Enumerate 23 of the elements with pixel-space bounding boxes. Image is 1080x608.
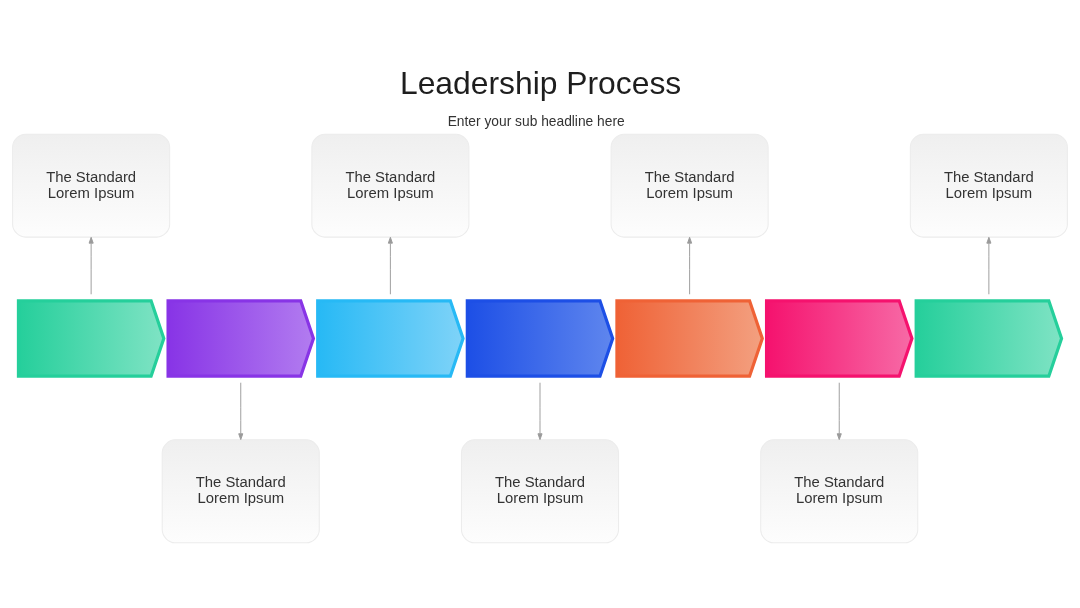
node-box: The Standard Lorem Ipsum — [909, 133, 1068, 238]
arrow — [687, 236, 693, 295]
arrow — [387, 236, 393, 295]
diagram-title: Leadership Process — [399, 64, 682, 101]
node-chevron — [316, 299, 465, 378]
caption: Enter your sub headline here — [447, 114, 625, 130]
node-chevron — [764, 299, 914, 378]
node-chevron — [615, 299, 764, 378]
arrow — [836, 382, 842, 441]
node-box: The Standard Lorem Ipsum — [610, 133, 769, 238]
arrow — [986, 236, 992, 295]
arrow — [537, 382, 543, 441]
node-box: The Standard Lorem Ipsum — [311, 133, 470, 238]
node-box: The Standard Lorem Ipsum — [161, 439, 320, 544]
node-box: The Standard Lorem Ipsum — [460, 439, 620, 544]
node-chevron — [914, 299, 1064, 378]
node-chevron — [166, 299, 316, 378]
node-box: The Standard Lorem Ipsum — [12, 133, 171, 238]
node-chevron — [16, 299, 166, 378]
arrow — [88, 236, 94, 295]
node-box: The Standard Lorem Ipsum — [760, 439, 919, 544]
arrow — [238, 382, 244, 441]
node-chevron — [465, 299, 615, 378]
